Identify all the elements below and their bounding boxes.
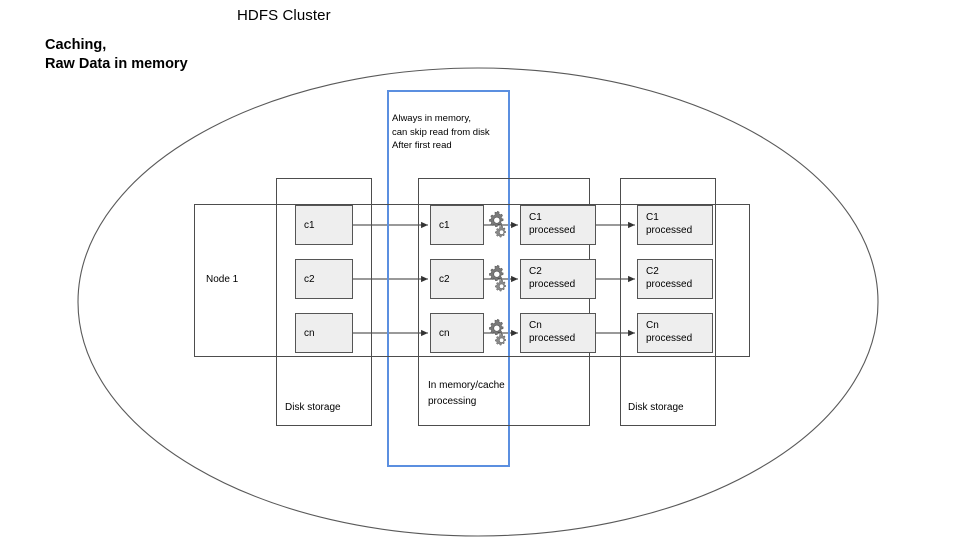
caption-block: Caching, Raw Data in memory [45,36,188,74]
disk-storage-right-label: Disk storage [628,402,684,413]
chunk-processed-disk-c1-line1: C1 [646,212,659,223]
chunk-processed-mem-c2[interactable]: C2 processed [520,259,596,299]
chunk-processed-disk-c2-line2: processed [646,279,693,290]
cluster-title: HDFS Cluster [237,7,331,24]
chunk-processed-disk-c2-line1: C2 [646,266,659,277]
chunk-processed-disk-cn[interactable]: Cn processed [637,313,713,353]
disk-storage-right-frame [620,178,716,426]
chunk-processed-mem-cn[interactable]: Cn processed [520,313,596,353]
memory-highlight-rect [387,90,510,467]
chunk-processed-mem-cn-line2: processed [529,333,576,344]
disk-storage-left-label: Disk storage [285,402,341,413]
chunk-processed-disk-c2[interactable]: C2 processed [637,259,713,299]
chunk-processed-mem-c1[interactable]: C1 processed [520,205,596,245]
caption-line-2: Raw Data in memory [45,56,188,72]
gears-icon [485,210,511,240]
memory-cache-label-line-2: processing [428,396,477,407]
node-1-label: Node 1 [206,274,239,285]
chunk-processed-disk-c1[interactable]: C1 processed [637,205,713,245]
chunk-cached-c1[interactable]: c1 [430,205,484,245]
memory-cache-label-line-1: In memory/cache [428,380,505,391]
chunk-processed-mem-c2-line1: C2 [529,266,542,277]
chunk-processed-disk-cn-line1: Cn [646,320,659,331]
node-1-frame [194,204,750,357]
chunk-cached-c2[interactable]: c2 [430,259,484,299]
memory-note-line-1: Always in memory, [392,113,472,124]
chunk-raw-c2[interactable]: c2 [295,259,353,299]
memory-note-line-3: After first read [392,140,452,151]
chunk-processed-mem-c1-line2: processed [529,225,576,236]
chunk-processed-disk-c1-line2: processed [646,225,693,236]
gears-icon [485,264,511,294]
chunk-cached-cn[interactable]: cn [430,313,484,353]
memory-note: Always in memory, can skip read from dis… [392,112,490,153]
chunk-processed-mem-c2-line2: processed [529,279,576,290]
chunk-processed-disk-cn-line2: processed [646,333,693,344]
chunk-raw-c1[interactable]: c1 [295,205,353,245]
disk-storage-left-frame [276,178,372,426]
chunk-processed-mem-cn-line1: Cn [529,320,542,331]
chunk-raw-cn[interactable]: cn [295,313,353,353]
memory-cache-frame [418,178,590,426]
chunk-processed-mem-c1-line1: C1 [529,212,542,223]
memory-cache-label: In memory/cache processing [428,378,505,410]
gears-icon [485,318,511,348]
memory-note-line-2: can skip read from disk [392,126,490,138]
caption-line-1: Caching, [45,37,107,53]
